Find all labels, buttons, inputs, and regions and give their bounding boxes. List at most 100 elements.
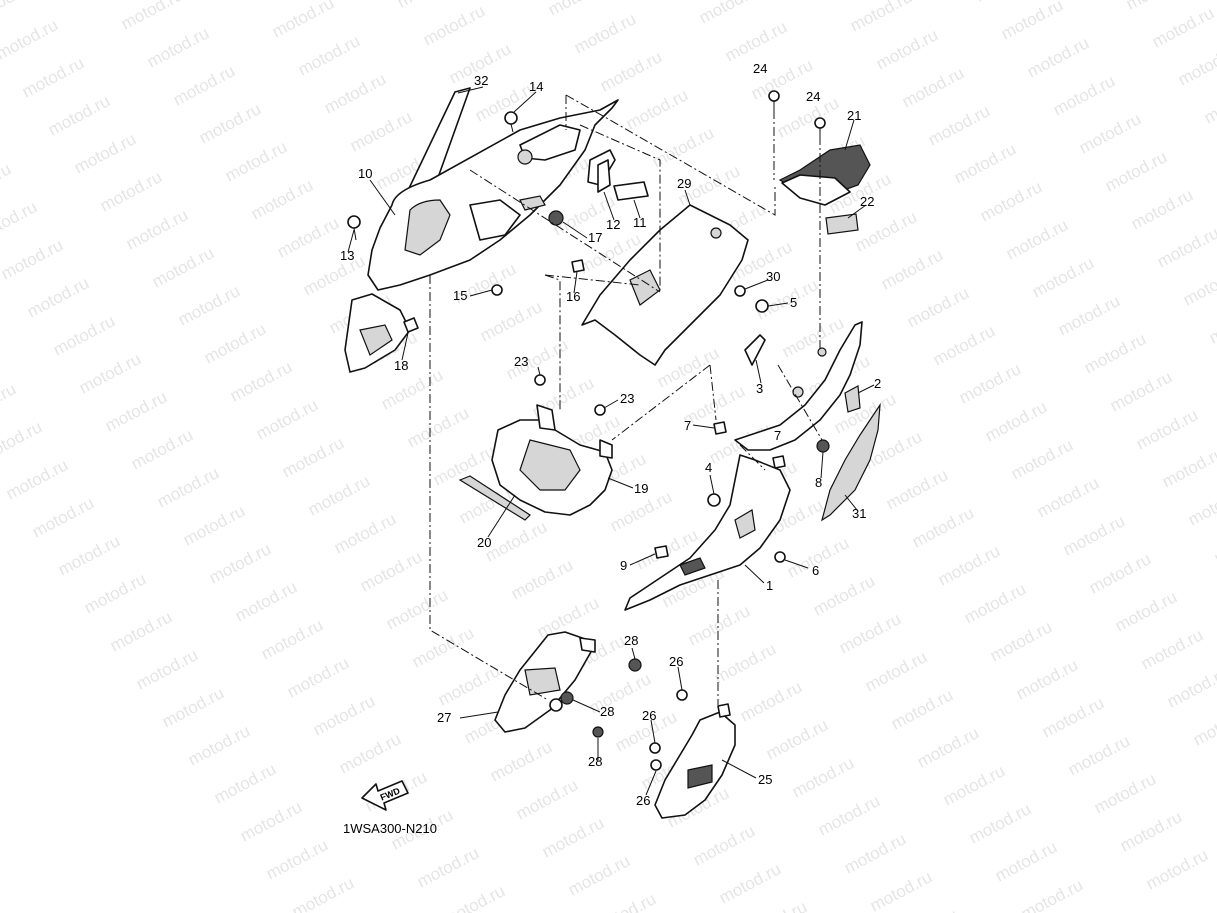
watermark-text: motod.ru [930, 321, 998, 369]
watermark-text: motod.ru [248, 175, 316, 223]
watermark-text: motod.ru [711, 639, 779, 687]
watermark-text: motod.ru [716, 859, 784, 907]
watermark-text: motod.ru [1102, 147, 1170, 195]
watermark-text: motod.ru [1206, 299, 1217, 347]
watermark-text: motod.ru [1034, 473, 1102, 521]
part-8-grommet [816, 439, 830, 453]
watermark-text: motod.ru [935, 541, 1003, 589]
watermark-text: motod.ru [810, 571, 878, 619]
watermark-text: motod.ru [404, 403, 472, 451]
watermark-text: motod.ru [899, 63, 967, 111]
watermark-text: motod.ru [779, 313, 847, 361]
watermark-text: motod.ru [0, 417, 45, 465]
watermark-text: motod.ru [852, 207, 920, 255]
watermark-text: motod.ru [1201, 79, 1217, 127]
watermark-text: motod.ru [925, 101, 993, 149]
part-24-bolt-a [768, 90, 780, 110]
watermark-text: motod.ru [1190, 701, 1217, 749]
watermark-text: motod.ru [71, 129, 139, 177]
watermark-text: motod.ru [185, 721, 253, 769]
part-7-clip-a [713, 421, 727, 435]
callout-10: 10 [358, 166, 372, 181]
part-28-washer-b [560, 691, 574, 705]
watermark-text: motod.ru [289, 873, 357, 913]
watermark-text: motod.ru [305, 471, 373, 519]
watermark-text: motod.ru [539, 813, 607, 861]
part-22-pad [825, 213, 859, 235]
part-5-bolt [755, 299, 769, 313]
part-16-clip [571, 259, 585, 273]
callout-8: 8 [815, 475, 822, 490]
callout-7b: 7 [774, 428, 781, 443]
watermark-text: motod.ru [1060, 511, 1128, 559]
watermark-text: motod.ru [1008, 435, 1076, 483]
callout-31: 31 [852, 506, 866, 521]
watermark-text: motod.ru [847, 0, 915, 36]
watermark-text: motod.ru [222, 137, 290, 185]
watermark-text: motod.ru [227, 357, 295, 405]
part-18-bracket [344, 293, 419, 373]
watermark-text: motod.ru [1065, 731, 1133, 779]
watermark-text: motod.ru [97, 167, 165, 215]
callout-29: 29 [677, 176, 691, 191]
watermark-text: motod.ru [1128, 185, 1196, 233]
part-24-bolt-b [814, 117, 826, 136]
callout-2: 2 [874, 376, 881, 391]
watermark-text: motod.ru [591, 889, 659, 913]
callout-32: 32 [474, 73, 488, 88]
watermark-text: motod.ru [1123, 0, 1191, 14]
watermark-text: motod.ru [3, 455, 71, 503]
watermark-text: motod.ru [763, 715, 831, 763]
watermark-text: motod.ru [414, 843, 482, 891]
part-26-washer-b [649, 742, 661, 754]
watermark-text: motod.ru [1211, 519, 1217, 567]
watermark-text: motod.ru [841, 829, 909, 877]
part-10-rear-cowl [367, 99, 619, 291]
watermark-text: motod.ru [836, 609, 904, 657]
callout-24a: 24 [753, 61, 767, 76]
watermark-text: motod.ru [914, 723, 982, 771]
part-9-clip [654, 545, 669, 559]
diagram-code: 1WSA300-N210 [343, 821, 437, 836]
watermark-text: motod.ru [685, 601, 753, 649]
watermark-text: motod.ru [737, 677, 805, 725]
watermark-text: motod.ru [347, 107, 415, 155]
watermark-text: motod.ru [133, 645, 201, 693]
watermark-text: motod.ru [482, 517, 550, 565]
watermark-text: motod.ru [998, 0, 1066, 44]
callout-5: 5 [790, 295, 797, 310]
watermark-text: motod.ru [206, 539, 274, 587]
watermark-text: motod.ru [269, 0, 337, 42]
watermark-text: motod.ru [175, 281, 243, 329]
part-12-strip [597, 159, 611, 193]
watermark-text: motod.ru [1055, 291, 1123, 339]
watermark-text: motod.ru [154, 463, 222, 511]
watermark-text: motod.ru [180, 501, 248, 549]
part-28-washer-c [592, 726, 604, 738]
watermark-text: motod.ru [336, 729, 404, 777]
watermark-text: motod.ru [1029, 253, 1097, 301]
watermark-text: motod.ru [1107, 367, 1175, 415]
watermark-text: motod.ru [29, 493, 97, 541]
watermark-text: motod.ru [107, 607, 175, 655]
watermark-text: motod.ru [0, 0, 35, 26]
watermark-text: motod.ru [0, 159, 14, 207]
leader-lines [347, 86, 875, 796]
callout-11: 11 [633, 215, 647, 230]
watermark-text: motod.ru [420, 1, 488, 49]
watermark-text: motod.ru [1076, 109, 1144, 157]
watermark-text: motod.ru [722, 17, 790, 65]
watermark-text: motod.ru [279, 433, 347, 481]
watermark-text: motod.ru [909, 503, 977, 551]
watermark-text: motod.ru [102, 387, 170, 435]
callout-12: 12 [606, 217, 620, 232]
watermark-text: motod.ru [982, 397, 1050, 445]
watermark-text: motod.ru [696, 0, 764, 28]
watermark-text: motod.ru [1050, 71, 1118, 119]
part-13-bolt [347, 215, 361, 241]
part-31-mesh [821, 402, 881, 522]
watermark-text: motod.ru [966, 799, 1034, 847]
watermark-text: motod.ru [815, 791, 883, 839]
watermark-text: motod.ru [144, 23, 212, 71]
watermark-text: motod.ru [904, 283, 972, 331]
